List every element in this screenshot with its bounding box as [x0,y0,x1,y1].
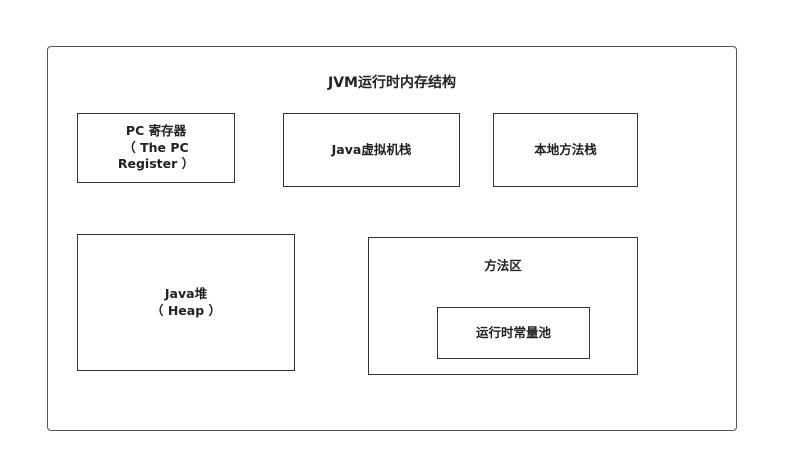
diagram-title: JVM运行时内存结构 [328,75,456,91]
constant-pool-box: 运行时常量池 [437,307,590,359]
java-stack-label: Java虚拟机栈 [331,141,412,157]
heap-label: Java堆 （ Heap ） [150,285,222,318]
jvm-memory-frame [47,46,737,431]
pc-register-label: PC 寄存器 （ The PC Register ） [117,122,195,172]
heap-box: Java堆 （ Heap ） [77,234,295,371]
constant-pool-label: 运行时常量池 [475,324,551,340]
method-area-box: 方法区 [368,237,638,375]
java-stack-box: Java虚拟机栈 [283,113,460,187]
method-area-label: 方法区 [484,258,522,273]
pc-register-box: PC 寄存器 （ The PC Register ） [77,113,235,183]
native-stack-label: 本地方法栈 [534,141,597,157]
native-stack-box: 本地方法栈 [493,113,638,187]
